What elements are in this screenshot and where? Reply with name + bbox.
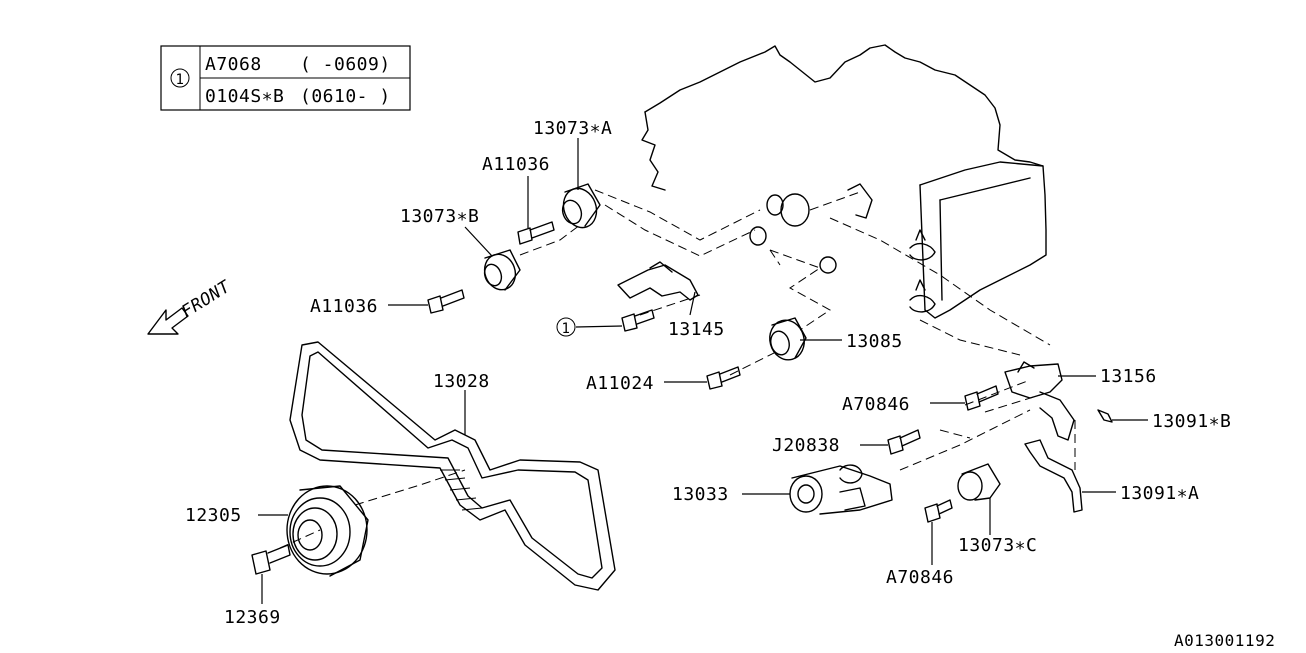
callouts: 13073∗A A11036 13073∗B A11036 1 13145 13… xyxy=(185,118,1231,628)
callout-a70846-bottom[interactable]: A70846 xyxy=(886,567,954,588)
callout-a11024[interactable]: A11024 xyxy=(586,373,654,394)
timing-belt-13028 xyxy=(289,341,616,591)
callout-13033[interactable]: 13033 xyxy=(672,484,729,505)
engine-block xyxy=(641,44,1047,319)
legend-row-1-part: A7068 xyxy=(205,54,262,75)
callout-13085[interactable]: 13085 xyxy=(846,331,903,352)
idler-pulley-13085 xyxy=(769,317,807,361)
callout-13073c[interactable]: 13073∗C xyxy=(958,535,1037,556)
idler-pulley-13073a xyxy=(561,183,601,229)
bracket-13156 xyxy=(1004,361,1075,441)
callout-a11036-mid[interactable]: A11036 xyxy=(310,296,378,317)
tensioner-13033 xyxy=(789,464,893,515)
callout-13073a[interactable]: 13073∗A xyxy=(533,118,612,139)
callout-12369[interactable]: 12369 xyxy=(224,607,281,628)
callout-a70846-top[interactable]: A70846 xyxy=(842,394,910,415)
crank-pulley-12305 xyxy=(286,485,369,577)
bolt-a11036-top xyxy=(517,221,555,245)
legend-table: 1 A7068 ( -0609) 0104S∗B (0610- ) xyxy=(160,45,411,111)
bolt-a11024 xyxy=(706,366,741,390)
idler-pulley-13073b xyxy=(483,249,521,291)
legend-row-2-part: 0104S∗B xyxy=(205,86,284,107)
bolt-a11036-mid xyxy=(427,289,465,314)
front-label: FRONT xyxy=(178,276,235,322)
callout-12305[interactable]: 12305 xyxy=(185,505,242,526)
clip-13091b xyxy=(1097,409,1113,423)
callout-13156[interactable]: 13156 xyxy=(1100,366,1157,387)
callout-marker-1[interactable]: 1 xyxy=(556,317,576,337)
callout-j20838[interactable]: J20838 xyxy=(772,435,840,456)
crank-bolt-12369 xyxy=(251,544,291,575)
callout-13091b[interactable]: 13091∗B xyxy=(1152,411,1231,432)
leader-lines xyxy=(258,138,1148,604)
callout-13145[interactable]: 13145 xyxy=(668,319,725,340)
cover-13091a xyxy=(1024,439,1083,513)
front-arrow-icon: FRONT xyxy=(147,276,235,335)
bolt-j20838 xyxy=(887,429,921,455)
bracket-13145 xyxy=(617,261,699,301)
legend-row-1-range: ( -0609) xyxy=(300,54,391,75)
legend-row-2-range: (0610- ) xyxy=(300,86,391,107)
callout-13028[interactable]: 13028 xyxy=(433,371,490,392)
bolt-a70846-bottom xyxy=(924,499,953,523)
legend-marker: 1 xyxy=(176,72,185,88)
callout-marker-1-label: 1 xyxy=(562,321,571,337)
callout-13091a[interactable]: 13091∗A xyxy=(1120,483,1199,504)
callout-a11036-top[interactable]: A11036 xyxy=(482,154,550,175)
figure-id: A013001192 xyxy=(1174,631,1275,650)
bolt-a70846-top xyxy=(964,385,999,411)
idler-pulley-13073c xyxy=(957,463,1001,501)
bolt-marker-1 xyxy=(621,309,655,332)
callout-13073b[interactable]: 13073∗B xyxy=(400,206,479,227)
tensioner-mount-parts xyxy=(749,183,873,274)
